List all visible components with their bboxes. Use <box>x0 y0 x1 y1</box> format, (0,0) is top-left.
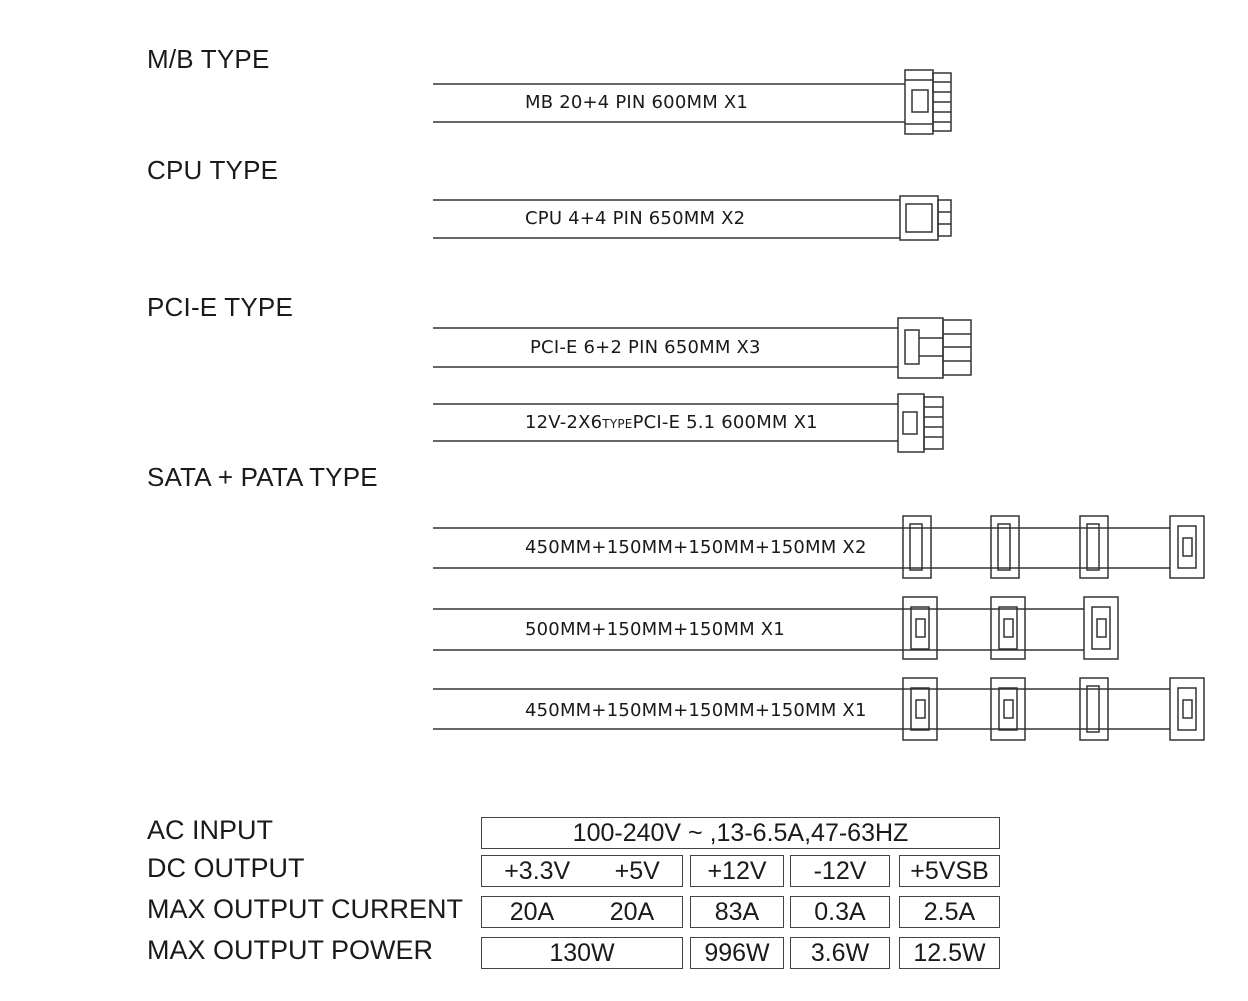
molex-connector-icon <box>990 677 1026 741</box>
molex-connector-icon <box>1083 596 1119 660</box>
molex-connector-icon <box>902 596 938 660</box>
pcie5-cable <box>433 393 944 453</box>
cable-diagram <box>433 69 1205 741</box>
ac-input-value: 100-240V ~ ,13-6.5A,47-63HZ <box>481 817 1000 849</box>
cpu-connector-icon <box>899 195 952 241</box>
dc-output-neg12v: -12V <box>790 855 890 887</box>
max-current-label: MAX OUTPUT CURRENT <box>147 894 464 924</box>
mb-connector-icon <box>904 69 952 135</box>
section-title-sata: SATA + PATA TYPE <box>147 462 378 492</box>
cable-label-pcie5-small: TYPE <box>602 417 633 431</box>
ac-input-label: AC INPUT <box>147 815 274 845</box>
dc-output-5vsb: +5VSB <box>899 855 1000 887</box>
cable-label-cpu: CPU 4+4 PIN 650MM X2 <box>525 208 746 229</box>
sata-connector-icon <box>1079 515 1109 579</box>
cable-label-pcie: PCI-E 6+2 PIN 650MM X3 <box>530 337 761 358</box>
molex-connector-icon <box>902 677 938 741</box>
cable-label-pcie5: 12V-2X6TYPEPCI-E 5.1 600MM X1 <box>525 412 818 433</box>
cable-label-pcie5-suffix: PCI-E 5.1 600MM X1 <box>632 412 818 433</box>
cable-label-sata-3: 450MM+150MM+150MM+150MM X1 <box>525 700 867 721</box>
max-power-5vsb: 12.5W <box>899 937 1000 969</box>
sata-connector-icon <box>902 515 932 579</box>
max-power-label: MAX OUTPUT POWER <box>147 935 434 965</box>
sata-cable-2 <box>433 596 1119 660</box>
section-title-pcie: PCI-E TYPE <box>147 292 294 322</box>
dc-output-cell-low: +3.3V +5V <box>481 855 683 887</box>
mb-cable <box>433 69 952 135</box>
section-title-mb: M/B TYPE <box>147 44 270 74</box>
cable-label-sata-2: 500MM+150MM+150MM X1 <box>525 619 785 640</box>
sata-cable-3 <box>433 677 1205 741</box>
molex-connector-icon <box>990 596 1026 660</box>
cable-label-sata-1: 450MM+150MM+150MM+150MM X2 <box>525 537 867 558</box>
max-power-low: 130W <box>481 937 683 969</box>
cpu-cable <box>433 195 952 241</box>
max-current-neg12v: 0.3A <box>790 896 890 928</box>
pcie5-connector-icon <box>897 393 944 453</box>
max-current-5v: 20A <box>609 897 655 926</box>
max-current-3v3: 20A <box>509 897 555 926</box>
max-power-neg12v: 3.6W <box>790 937 890 969</box>
sata-connector-icon <box>990 515 1020 579</box>
cable-label-pcie5-prefix: 12V-2X6 <box>525 412 603 433</box>
dc-output-label: DC OUTPUT <box>147 853 305 883</box>
molex-connector-icon <box>1169 677 1205 741</box>
cable-label-mb: MB 20+4 PIN 600MM X1 <box>525 92 749 113</box>
sata-cable-1 <box>433 515 1205 579</box>
dc-output-3v3: +3.3V <box>504 856 571 885</box>
pcie-connector-icon <box>897 317 972 379</box>
dc-output-5v: +5V <box>614 856 660 885</box>
section-title-cpu: CPU TYPE <box>147 155 279 185</box>
max-current-12v: 83A <box>690 896 784 928</box>
max-current-5vsb: 2.5A <box>899 896 1000 928</box>
max-power-12v: 996W <box>690 937 784 969</box>
dc-output-12v: +12V <box>690 855 784 887</box>
pcie-cable <box>433 317 972 379</box>
max-current-cell-low: 20A 20A <box>481 896 683 928</box>
molex-connector-icon <box>1169 515 1205 579</box>
sata-connector-icon <box>1079 677 1109 741</box>
